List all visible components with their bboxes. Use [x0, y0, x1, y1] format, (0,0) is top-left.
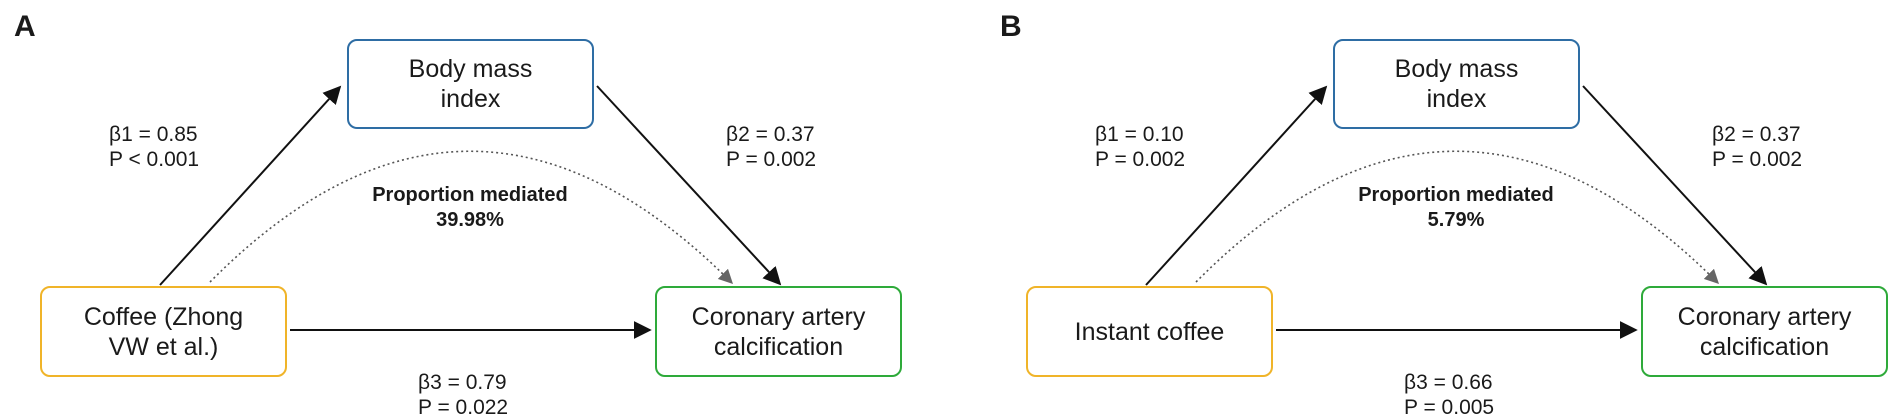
outcome-node: Coronary artery calcification — [655, 286, 902, 377]
proportion-mediated: Proportion mediated 39.98% — [372, 184, 568, 231]
panel-label: B — [1000, 10, 1022, 43]
arrow-mediator-to-outcome — [1582, 85, 1768, 286]
panel-a-arrows — [159, 85, 782, 339]
beta1-stat: β1 = 0.85 P < 0.001 — [109, 123, 200, 171]
panel-label: A — [14, 10, 36, 43]
beta1-stat: β1 = 0.10 P = 0.002 — [1095, 123, 1186, 171]
mediation-curve — [209, 150, 734, 285]
exposure-node: Coffee (Zhong VW et al.) — [40, 286, 287, 377]
outcome-node: Coronary artery calcification — [1641, 286, 1888, 377]
arrow-exposure-to-mediator — [159, 85, 342, 286]
panel-a: A Body mass index Coffee (Zhong VW et al… — [0, 0, 944, 419]
panel-b: B Body mass index Instant coffee Coronar… — [986, 0, 1889, 419]
exposure-node: Instant coffee — [1026, 286, 1273, 377]
proportion-mediated: Proportion mediated 5.79% — [1358, 184, 1554, 231]
panel-b-arrows — [1145, 85, 1768, 339]
arrow-exposure-to-mediator — [1145, 85, 1328, 286]
mediation-curve — [1195, 150, 1720, 285]
arrow-mediator-to-outcome — [596, 85, 782, 286]
mediator-node: Body mass index — [347, 39, 594, 129]
mediator-node: Body mass index — [1333, 39, 1580, 129]
beta2-stat: β2 = 0.37 P = 0.002 — [726, 123, 817, 171]
beta2-stat: β2 = 0.37 P = 0.002 — [1712, 123, 1803, 171]
